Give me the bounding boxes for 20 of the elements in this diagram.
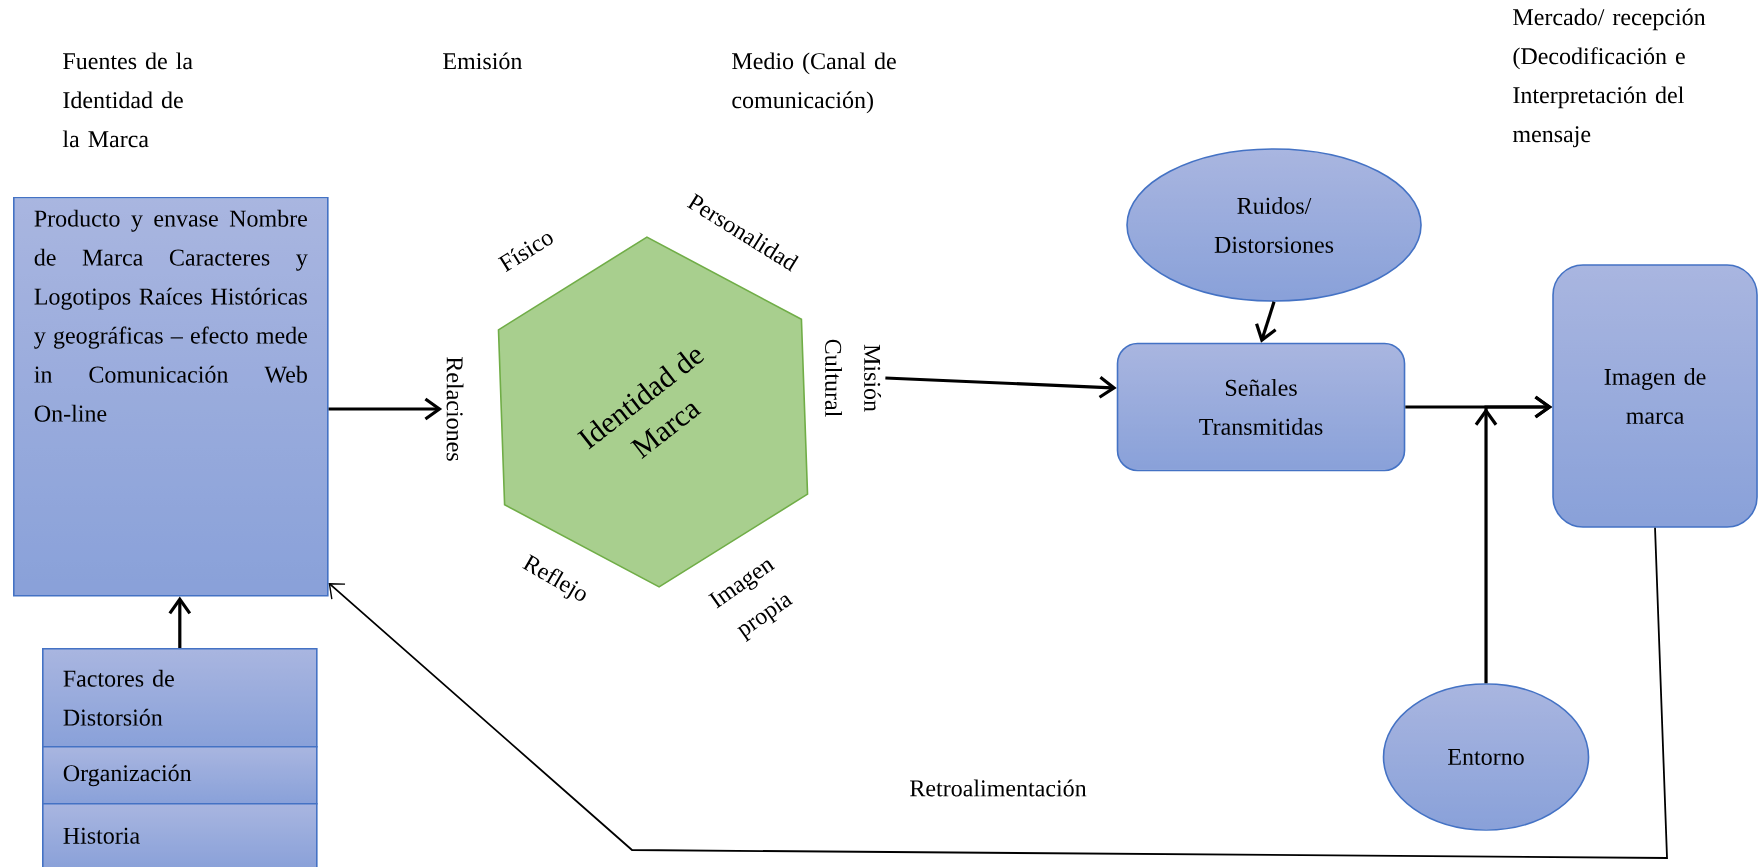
arrow (328, 397, 443, 421)
column-heading: Medio (Canal de comunicación) (732, 52, 896, 114)
factor-box: Factores de Distorsión (42, 648, 318, 748)
edge-label: Retroalimentación (905, 775, 1091, 801)
factor-box: Historia (42, 803, 318, 867)
arrow (885, 376, 1117, 399)
column-heading: Fuentes de la Identidad de la Marca (62, 52, 193, 148)
arrow (1474, 395, 1553, 684)
source-box: Producto y envase Nombre de Marca Caracteres y Logotipos Raíces Históricas y geográficas – efecto mede in Comunicación Web On-line (13, 197, 329, 597)
column-heading: Emisión (443, 52, 523, 70)
arrow (328, 526, 1668, 859)
arrow (1255, 301, 1277, 343)
brand-image-box: Imagen de marca (1552, 264, 1758, 528)
signal-box: Señales Transmitidas (1116, 342, 1406, 472)
facet-label: Misión Cultural (825, 339, 881, 417)
facet-label: Relaciones (446, 357, 464, 461)
factor-box: Organización (42, 746, 318, 805)
facet-label: Físico (497, 234, 553, 273)
column-heading: Mercado/ recepción (Decodificación e Interpretación del mensaje (1512, 8, 1706, 148)
arrow (168, 596, 192, 648)
